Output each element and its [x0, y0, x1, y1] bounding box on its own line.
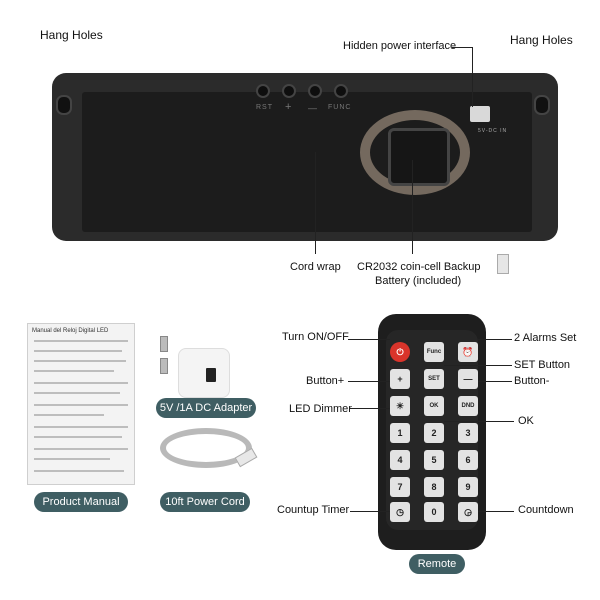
product-manual-label: Product Manual	[34, 492, 128, 512]
device-label-func: FUNC	[328, 104, 352, 111]
cord-wrap-coil	[360, 110, 470, 195]
hang-holes-left-label: Hang Holes	[40, 28, 103, 42]
leader-alarms	[478, 339, 512, 340]
device-button-func	[334, 84, 348, 98]
remote-label: Remote	[409, 554, 465, 574]
remote-plus-button[interactable]: +	[390, 369, 410, 389]
remote-power-button[interactable]: ⏻	[390, 342, 410, 362]
remote-countdown-button[interactable]: ◶	[458, 502, 478, 522]
remote-key-1[interactable]: 1	[390, 423, 410, 443]
callout-ok: OK	[518, 415, 534, 427]
remote-key-6[interactable]: 6	[458, 450, 478, 470]
remote-dimmer-button[interactable]: ☀	[390, 396, 410, 416]
cord-wrap-label: Cord wrap	[290, 261, 341, 273]
battery-compartment	[388, 128, 450, 186]
remote-key-9[interactable]: 9	[458, 477, 478, 497]
leader-button-plus	[348, 381, 390, 382]
remote-key-4[interactable]: 4	[390, 450, 410, 470]
manual-text-line	[34, 370, 114, 372]
power-port-label: 5V-DC IN	[478, 128, 508, 134]
leader-minus	[478, 381, 512, 382]
callout-button-minus: Button-	[514, 375, 550, 387]
manual-text-line	[34, 350, 122, 352]
manual-text-line	[34, 392, 120, 394]
remote-key-3[interactable]: 3	[458, 423, 478, 443]
manual-text-line	[34, 436, 122, 438]
leader-led-dimmer	[350, 408, 390, 409]
manual-text-line	[34, 404, 128, 406]
hang-hole-right	[534, 95, 550, 115]
power-leader-h	[452, 47, 472, 48]
leader-turn-on-off	[348, 339, 390, 340]
usb-plug	[497, 254, 509, 274]
remote-key-0[interactable]: 0	[424, 502, 444, 522]
hidden-power-label: Hidden power interface	[343, 40, 457, 52]
callout-led-dimmer: LED Dimmer	[289, 403, 352, 415]
leader-countdown	[478, 511, 514, 512]
remote-minus-button[interactable]: —	[458, 369, 478, 389]
callout-turn-on-off: Turn ON/OFF	[282, 331, 349, 343]
device-label-rst: RST	[256, 104, 273, 111]
manual-text-line	[34, 448, 128, 450]
callout-set-button: SET Button	[514, 359, 571, 371]
cord-wrap-leader	[315, 152, 316, 254]
manual-text-line	[34, 340, 128, 342]
remote-dnd-button[interactable]: DND	[458, 396, 478, 416]
callout-countdown: Countdown	[518, 504, 574, 516]
device-label-plus: +	[285, 101, 293, 113]
power-port	[470, 106, 490, 122]
adapter-prong-right	[160, 358, 168, 374]
remote-key-7[interactable]: 7	[390, 477, 410, 497]
remote-key-5[interactable]: 5	[424, 450, 444, 470]
device-label-minus: —	[308, 103, 318, 113]
dc-adapter-label: 5V /1A DC Adapter	[156, 398, 256, 418]
manual-text-line	[34, 382, 128, 384]
remote-key-8[interactable]: 8	[424, 477, 444, 497]
callout-countup-timer: Countup Timer	[277, 504, 350, 516]
leader-ok	[444, 421, 514, 422]
remote-func-button[interactable]: Func	[424, 342, 444, 362]
manual-text-line	[34, 458, 110, 460]
power-leader-v	[472, 47, 473, 107]
battery-leader	[412, 160, 413, 254]
manual-text-line	[34, 426, 128, 428]
battery-label-line2: Battery (included)	[375, 275, 462, 287]
remote-set-button[interactable]: SET	[424, 369, 444, 389]
manual-text-line	[34, 360, 126, 362]
leader-set	[444, 365, 512, 366]
device-button-plus	[282, 84, 296, 98]
callout-2-alarms-set: 2 Alarms Set	[514, 332, 577, 344]
hang-holes-right-label: Hang Holes	[510, 33, 573, 47]
manual-text-line	[34, 470, 124, 472]
device-button-minus	[308, 84, 322, 98]
remote-key-2[interactable]: 2	[424, 423, 444, 443]
power-cord-label: 10ft Power Cord	[160, 492, 250, 512]
remote-ok-button[interactable]: OK	[424, 396, 444, 416]
manual-text-line	[34, 414, 104, 416]
battery-label-line1: CR2032 coin-cell Backup	[357, 261, 481, 273]
remote-alarm-button[interactable]: ⏰	[458, 342, 478, 362]
product-manual-sheet: Manual del Reloj Digital LED	[27, 323, 135, 485]
device-button-rst	[256, 84, 270, 98]
manual-title: Manual del Reloj Digital LED	[32, 328, 109, 334]
dc-adapter	[178, 348, 230, 398]
adapter-usb-port	[206, 368, 216, 382]
hang-hole-left	[56, 95, 72, 115]
leader-countup	[350, 511, 390, 512]
remote-countup-button[interactable]: ◷	[390, 502, 410, 522]
callout-button-plus: Button+	[306, 375, 345, 387]
adapter-prong-left	[160, 336, 168, 352]
